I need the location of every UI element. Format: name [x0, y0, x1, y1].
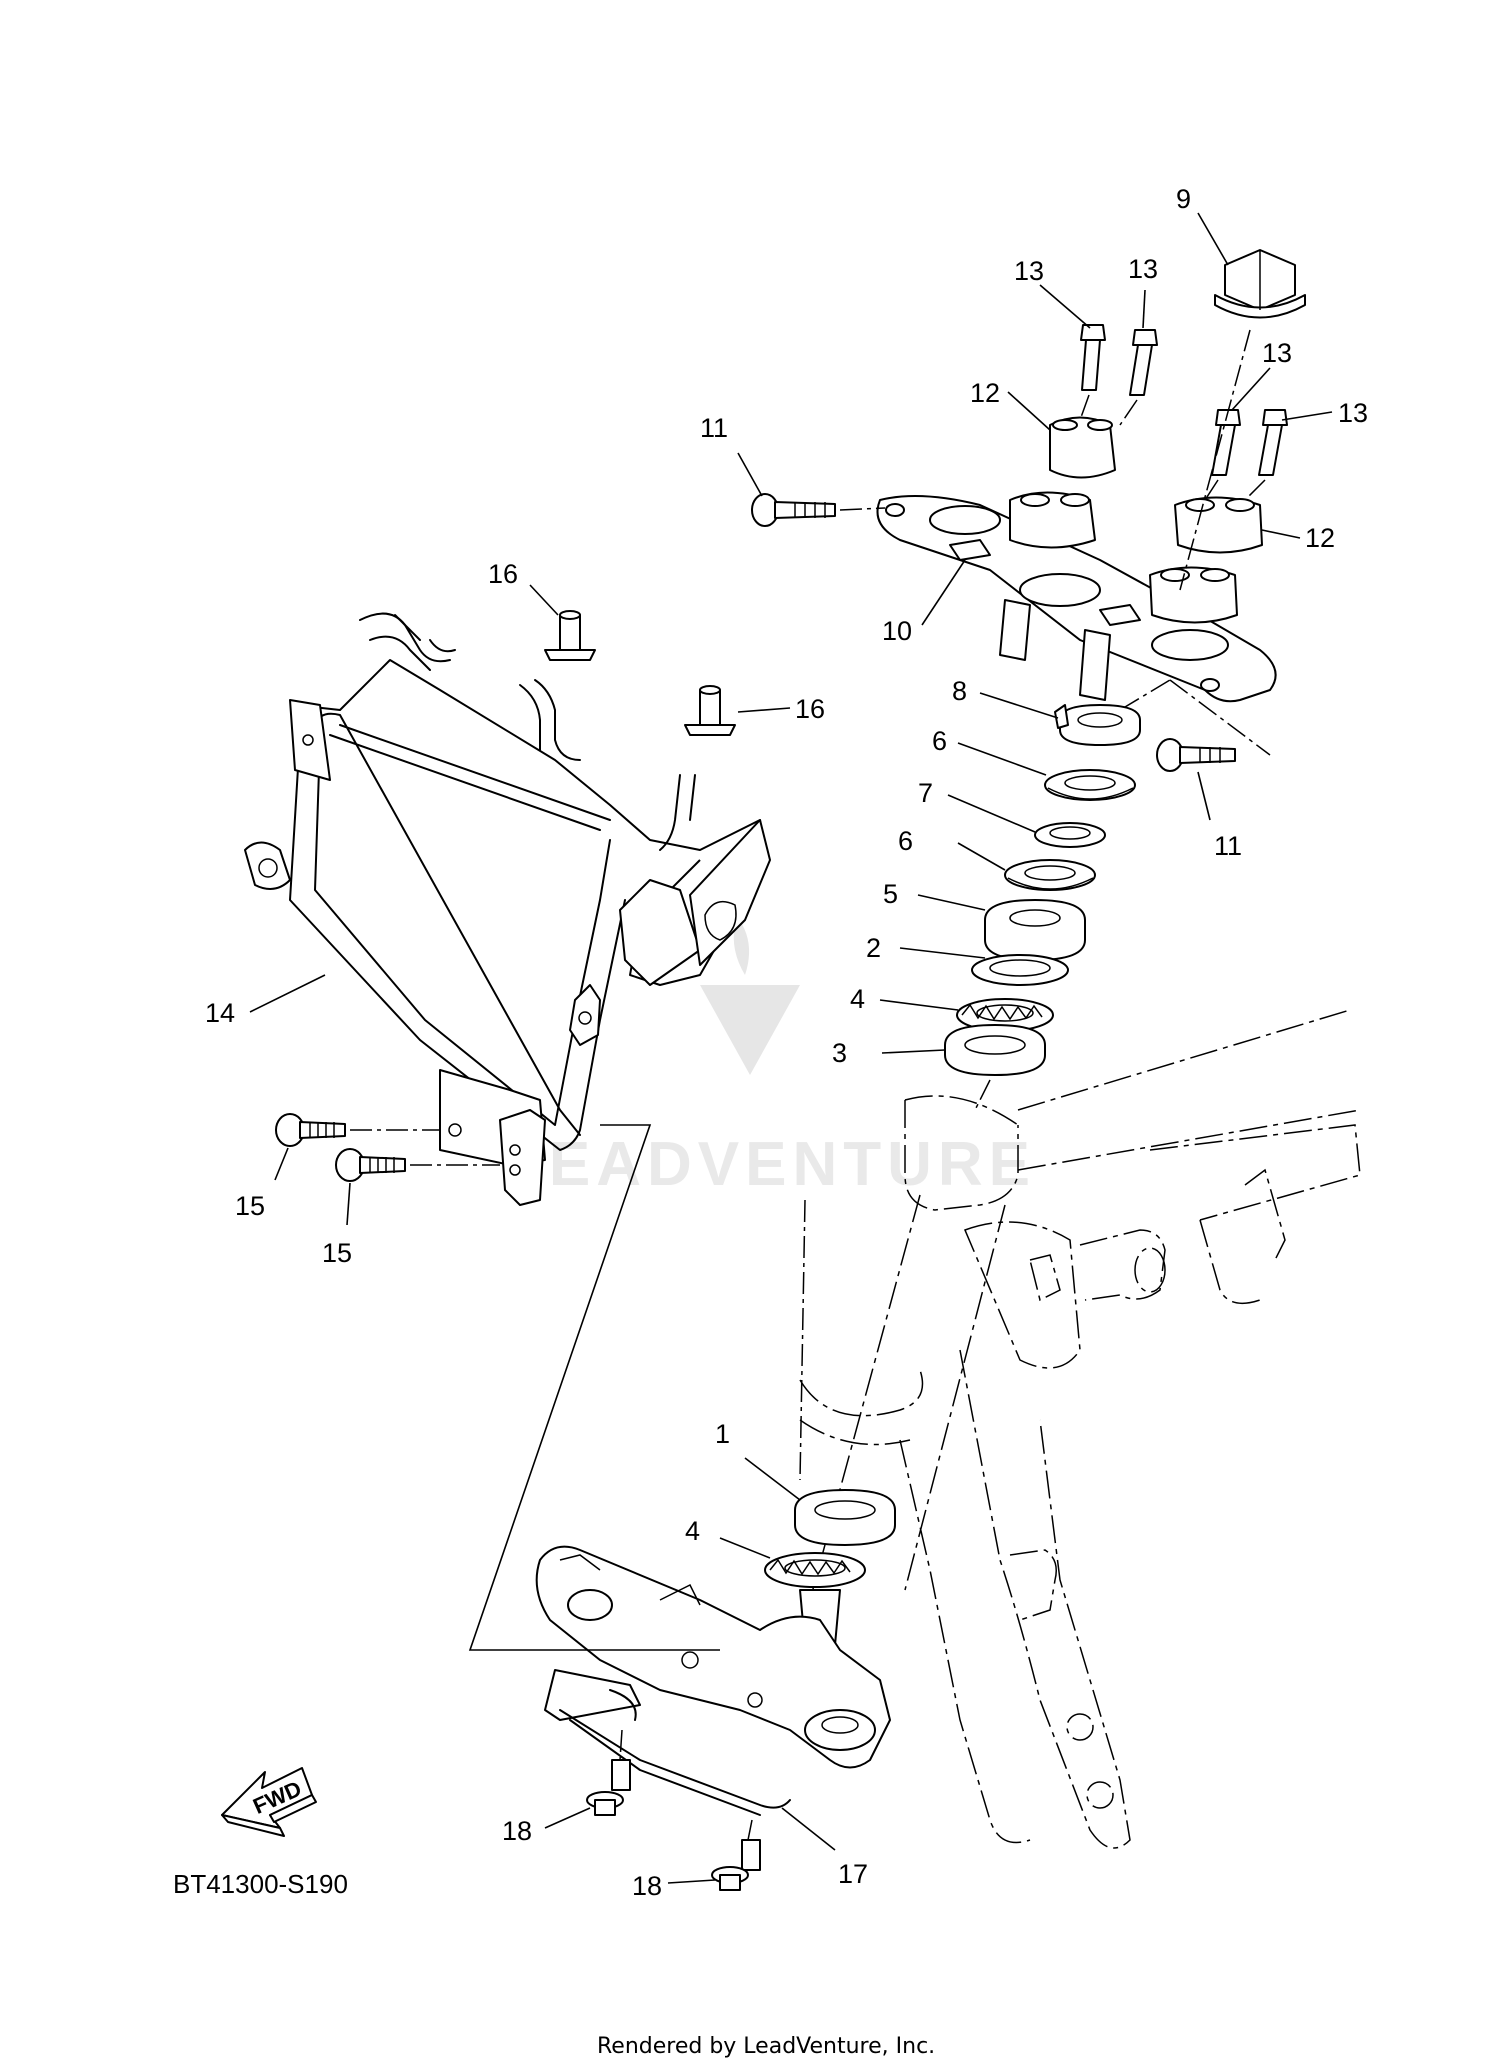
callout-5: 5: [883, 879, 898, 909]
bearing-4-lower: [764, 1552, 866, 1588]
callout-2: 2: [866, 933, 881, 963]
cap-16-right: [684, 685, 736, 736]
handlebar-holder-12-right-lower: [1149, 566, 1238, 624]
callout-18-right: 18: [632, 1871, 662, 1901]
upper-bracket-10: [876, 495, 1277, 756]
bolt-13-c: [1204, 409, 1241, 501]
callout-11-bottom: 11: [1214, 831, 1242, 861]
headlight-stay-14: [244, 612, 771, 1206]
callout-9: 9: [1176, 184, 1191, 214]
bolt-13-d: [1244, 409, 1288, 501]
bolt-11-top: [751, 493, 886, 527]
nut-9: [1179, 249, 1306, 591]
callout-4-upper: 4: [850, 984, 865, 1014]
callouts: 1 2 3 4 4 5 6 6 7 8 9 10 11 11 12 12 13 …: [205, 184, 1368, 1901]
cap-16-left: [544, 610, 596, 661]
under-bracket: [535, 1199, 891, 1769]
callout-12-left: 12: [970, 378, 1000, 408]
callout-13-a: 13: [1014, 256, 1044, 286]
callout-6-lower: 6: [898, 826, 913, 856]
handlebar-holder-12-left: [1049, 416, 1116, 479]
callout-13-c: 13: [1262, 338, 1292, 368]
callout-16-left: 16: [488, 559, 518, 589]
callout-11-top: 11: [700, 413, 728, 443]
bolt-15-upper: [275, 1113, 440, 1147]
hose-guide-17: [544, 1669, 791, 1816]
diagram-code: BT41300-S190: [173, 1869, 348, 1899]
callout-6-upper: 6: [932, 726, 947, 756]
race-3-upper: [944, 1024, 1046, 1111]
callout-7: 7: [918, 778, 933, 808]
callout-4-lower: 4: [685, 1516, 700, 1546]
washer-7: [1034, 822, 1106, 848]
bolt-13-a: [1079, 324, 1106, 421]
bolt-18-right: [711, 1819, 761, 1891]
bolt-11-bottom: [1156, 738, 1236, 772]
handlebar-holder-12-right: [1174, 496, 1263, 554]
callout-15-upper: 15: [235, 1191, 265, 1221]
bolt-15-lower: [335, 1148, 500, 1182]
callout-12-right: 12: [1305, 523, 1335, 553]
washer-8: [1054, 704, 1141, 746]
frame-outline: [799, 1009, 1361, 1849]
bolt-13-b: [1119, 329, 1158, 426]
seal-2: [971, 954, 1069, 986]
callout-17: 17: [838, 1859, 868, 1889]
lock-nut-6-lower: [1004, 859, 1096, 891]
callout-10: 10: [882, 616, 912, 646]
watermark-logo: LEADVENTURE: [505, 900, 1036, 1199]
callout-16-right: 16: [795, 694, 825, 724]
cover-5: [984, 899, 1086, 961]
callout-15-lower: 15: [322, 1238, 352, 1268]
leader-lines: [249, 212, 1333, 1884]
render-credit: Rendered by LeadVenture, Inc.: [597, 2034, 935, 2059]
callout-1: 1: [715, 1419, 730, 1449]
assembly-lines: [468, 1124, 720, 1651]
callout-18-left: 18: [502, 1816, 532, 1846]
watermark-text: LEADVENTURE: [505, 1130, 1036, 1199]
bolt-18-left: [586, 1729, 631, 1816]
callout-3: 3: [832, 1038, 847, 1068]
race-1-lower: [794, 1489, 896, 1546]
handlebar-holder-12-left-lower: [1009, 491, 1096, 549]
callout-13-b: 13: [1128, 254, 1158, 284]
lock-nut-6-upper: [1044, 769, 1136, 801]
callout-14: 14: [205, 998, 235, 1028]
callout-13-d: 13: [1338, 398, 1368, 428]
callout-8: 8: [952, 676, 967, 706]
fwd-arrow-icon: FWD: [221, 1767, 317, 1837]
